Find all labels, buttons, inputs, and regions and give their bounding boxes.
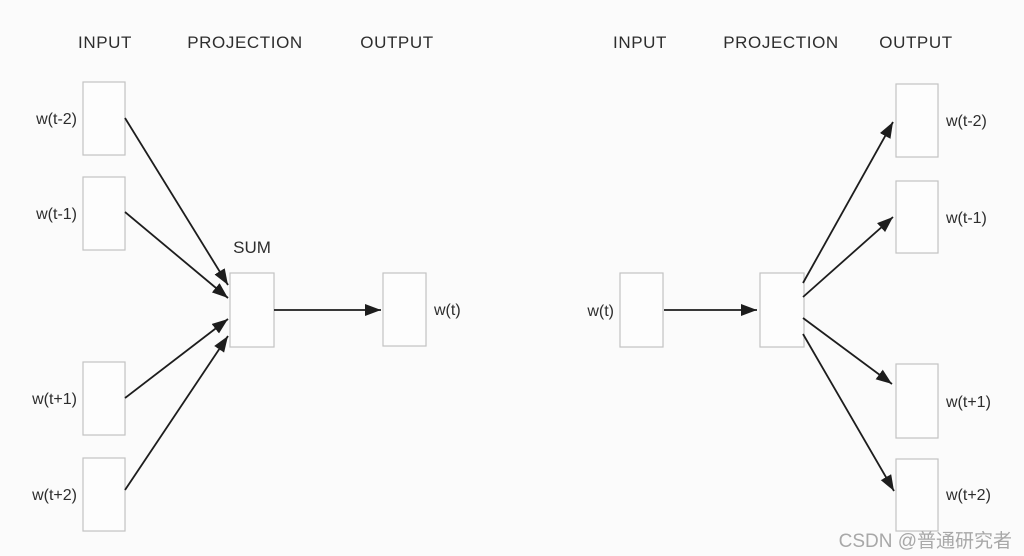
arrow-wt-1-to-sum (124, 211, 229, 299)
arrow-wt+1-to-sum (124, 318, 229, 399)
left-header-projection: PROJECTION (187, 33, 303, 52)
left-projection-box (229, 272, 275, 348)
right-output-box-wt+1 (895, 363, 939, 439)
right-projection-box (759, 272, 805, 348)
right-input-box (619, 272, 664, 348)
left-input-box-wt+1 (82, 361, 126, 436)
arrow-projection-to-wt+1 (802, 317, 893, 385)
left-input-box-wt+2 (82, 457, 126, 532)
right-header-input: INPUT (613, 33, 667, 52)
right-output-label-wt-2: w(t-2) (945, 113, 987, 130)
arrow-wt-2-to-sum (124, 117, 229, 286)
right-header-output: OUTPUT (879, 33, 952, 52)
left-output-label: w(t) (433, 302, 461, 319)
right-input-label: w(t) (586, 303, 614, 320)
skipgram-diagram: INPUT PROJECTION OUTPUT w(t) w(t-2) w(t-… (586, 33, 991, 532)
left-output-box (382, 272, 427, 347)
left-input-label-wt+2: w(t+2) (31, 487, 77, 504)
right-output-box-wt+2 (895, 458, 939, 532)
left-input-box-wt-1 (82, 176, 126, 251)
right-output-label-wt+2: w(t+2) (945, 487, 991, 504)
left-input-label-wt+1: w(t+1) (31, 391, 77, 408)
right-output-label-wt-1: w(t-1) (945, 210, 987, 227)
left-input-box-wt-2 (82, 81, 126, 156)
arrow-wt+2-to-sum (124, 335, 229, 491)
left-input-label-wt-1: w(t-1) (35, 206, 77, 223)
right-output-box-wt-1 (895, 180, 939, 254)
left-header-output: OUTPUT (360, 33, 433, 52)
csdn-watermark: CSDN @普通研究者 (839, 530, 1012, 552)
right-header-projection: PROJECTION (723, 33, 839, 52)
right-output-label-wt+1: w(t+1) (945, 394, 991, 411)
cbow-diagram: INPUT PROJECTION OUTPUT w(t-2) w(t-1) w(… (31, 33, 461, 532)
left-input-label-wt-2: w(t-2) (35, 111, 77, 128)
left-header-input: INPUT (78, 33, 132, 52)
right-output-box-wt-2 (895, 83, 939, 158)
arrow-projection-to-wt-2 (802, 121, 894, 284)
left-sum-label: SUM (233, 238, 271, 257)
arrow-projection-to-wt+2 (802, 333, 895, 492)
arrow-projection-to-wt-1 (802, 216, 894, 298)
